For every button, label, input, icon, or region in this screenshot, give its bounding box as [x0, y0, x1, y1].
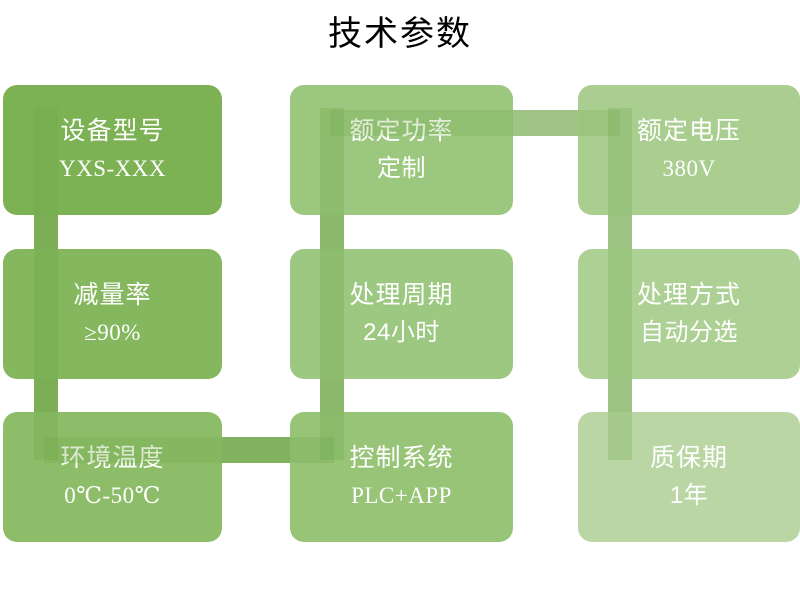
spec-card-value: 0℃-50℃	[64, 483, 161, 508]
spec-card-label: 质保期	[649, 444, 728, 472]
spec-card-value: 自动分选	[640, 319, 738, 346]
spec-card-value: ≥90%	[84, 320, 141, 345]
spec-card-label: 处理周期	[349, 281, 454, 309]
spec-card-value: PLC+APP	[351, 483, 452, 508]
spec-card-value: 380V	[662, 156, 716, 181]
spec-card-treatment-cycle[interactable]: 处理周期 24小时	[290, 249, 513, 379]
spec-card-value: 24小时	[363, 319, 440, 346]
spec-card-label: 减量率	[73, 281, 152, 309]
spec-card-label: 控制系统	[349, 444, 454, 472]
spec-card-label: 处理方式	[636, 281, 741, 309]
connector-row3-link-over	[44, 437, 334, 463]
connector-col1-overlay	[34, 108, 58, 460]
connector-col2-overlay	[320, 108, 344, 460]
spec-card-label: 额定电压	[636, 117, 741, 145]
spec-card-value: YXS-XXX	[59, 156, 166, 181]
page-title: 技术参数	[328, 15, 472, 53]
spec-card-value: 1年	[669, 482, 709, 509]
spec-card-reduction-rate[interactable]: 减量率 ≥90%	[3, 249, 222, 379]
spec-card-rated-power[interactable]: 额定功率定制	[290, 85, 513, 215]
spec-card-label: 设备型号	[60, 117, 165, 145]
spec-card-label: 额定功率	[349, 117, 454, 145]
spec-card-ambient-temp[interactable]: 环境温度 0℃-50℃	[3, 412, 222, 542]
spec-card-rated-voltage[interactable]: 额定电压 380V	[578, 85, 800, 215]
spec-card-value: 定制	[377, 155, 426, 182]
spec-card-label: 环境温度	[60, 444, 165, 472]
spec-card-control-system[interactable]: 控制系统 PLC+APP	[290, 412, 513, 542]
spec-card-device-model[interactable]: 设备型号 YXS-XXX	[3, 85, 222, 215]
spec-card-treatment-method[interactable]: 处理方式自动分选	[578, 249, 800, 379]
connector-col3-overlay	[608, 108, 632, 460]
connector-row1-link-over	[330, 110, 620, 136]
spec-card-warranty-period[interactable]: 质保期 1年	[578, 412, 800, 542]
